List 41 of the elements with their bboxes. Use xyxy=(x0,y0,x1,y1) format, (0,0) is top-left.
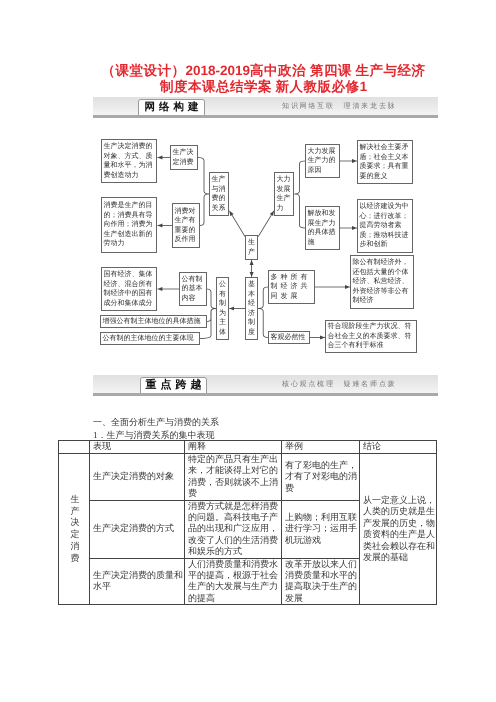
column-header: 举例 xyxy=(285,441,304,453)
double-arrow xyxy=(250,260,254,278)
banner-tab: 重点跨越 xyxy=(140,377,207,393)
brace-line xyxy=(199,194,210,226)
table-text: 消费方式就是怎样消费的问题。高科技电子产品的出现和广泛应用，改变了人们的生活消费和娱乐的方式 xyxy=(188,500,279,558)
table-text: 人们消费质量和消费水平的提高，根源于社会生产的大发展与生产力的提高 xyxy=(188,558,279,604)
arrow xyxy=(310,336,326,340)
arrow xyxy=(339,159,358,163)
table-text: 从一定意义上说，人类的历史就是生产发展的历史，物质资料的生产是人类社会赖以存在和发展的基础 xyxy=(363,494,435,564)
row-header: 生产决定消费 xyxy=(70,494,80,564)
brace-line xyxy=(294,160,306,194)
table-text: 生产决定消费的方式 xyxy=(93,523,175,535)
arrow xyxy=(157,224,172,228)
arrow xyxy=(314,285,350,289)
document-title: （课堂设计）2018-2019高中政治 第四课 生产与经济制度本课总结学案 新人教版必修1 xyxy=(100,63,427,95)
brace-line xyxy=(199,308,216,339)
section-heading: 一、全面分析生产与消费的关系 xyxy=(93,416,219,428)
arrow xyxy=(258,210,274,238)
arrow xyxy=(229,210,246,237)
column-header: 表现 xyxy=(93,441,112,453)
table-text: 改革开放以来人们消费质量和水平的提高取决于生产的发展 xyxy=(285,558,358,604)
brace-line xyxy=(258,308,268,338)
brace-line xyxy=(294,194,306,228)
section-banner xyxy=(93,97,438,118)
table-text: 生产决定消费的质量和水平 xyxy=(93,570,183,593)
brace-line xyxy=(197,157,210,194)
table-text: 特定的产品只有生产出来，才能谈得上对它的消费，否则就谈不上消费 xyxy=(188,454,279,500)
arrow xyxy=(157,287,180,291)
arrow xyxy=(339,226,358,230)
section-banner xyxy=(93,375,438,396)
arrow xyxy=(157,156,170,160)
table-text: 生产决定消费的对象 xyxy=(93,471,175,483)
column-header: 阐释 xyxy=(188,441,207,453)
brace-line xyxy=(258,286,268,309)
column-header: 结论 xyxy=(363,441,382,453)
banner-tab: 网络构建 xyxy=(138,99,205,115)
subsection-heading: 1．生产与消费关系的集中表现 xyxy=(93,429,214,441)
brace-line xyxy=(206,288,216,309)
table-text: 有了彩电的生产，才有了对彩电的消费 xyxy=(285,460,358,494)
arrow xyxy=(228,306,246,310)
table-text: 上购物；利用互联进行学习；运用手机玩游戏 xyxy=(285,512,358,546)
